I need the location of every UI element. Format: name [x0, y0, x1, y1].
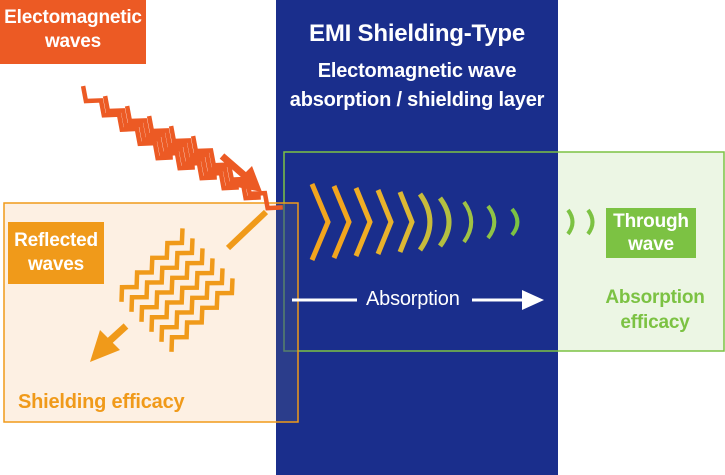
absorption-efficacy-line1: Absorption — [605, 287, 705, 308]
absorption-chevrons — [309, 183, 595, 261]
absorption-chevron — [437, 196, 452, 248]
reflected-wave-line — [149, 258, 215, 332]
absorption-chevron — [331, 185, 352, 259]
absorption-chevron — [510, 207, 520, 237]
through-label-text: Through wave — [613, 211, 689, 255]
reflected-wave-line — [159, 268, 225, 342]
absorption-arrow — [292, 290, 544, 310]
through-label-box — [606, 208, 696, 258]
absorption-chevron — [375, 189, 394, 255]
incoming-wave-line — [146, 115, 239, 191]
incoming-wave-line — [190, 135, 283, 211]
absorption-chevron — [309, 183, 331, 261]
absorption-chevron — [397, 191, 415, 253]
reflected-label: Reflected waves — [8, 229, 104, 277]
incoming-label: Electomagnetic waves — [0, 6, 146, 54]
absorption-label: Absorption — [366, 288, 460, 310]
reflected-arrow — [90, 323, 129, 362]
incoming-wave-line — [102, 95, 195, 171]
reflected-waves — [119, 228, 235, 352]
absorption-chevron — [566, 208, 575, 236]
reflected-region-frame — [3, 202, 299, 423]
shielding-title: EMI Shielding-Type — [309, 20, 525, 47]
shielding-subtitle-line1: Electomagnetic wave — [317, 60, 517, 82]
reflected-wave-line — [129, 238, 195, 312]
reflected-wave-line — [169, 278, 235, 352]
incoming-label-box — [0, 0, 146, 64]
absorption-efficacy-line2: efficacy — [620, 312, 690, 333]
absorption-chevron — [586, 208, 595, 236]
reflected-label-text: Reflected waves — [14, 230, 98, 275]
reflected-wave-line — [119, 228, 185, 302]
shielding-subtitle-line2: absorption / shielding layer — [289, 89, 545, 111]
absorption-chevron — [462, 200, 474, 244]
incoming-arrow — [219, 153, 262, 192]
through-label: Through wave — [606, 210, 696, 256]
reflected-stub — [225, 209, 269, 251]
reflected-wave-line — [139, 248, 205, 322]
shielding-efficacy-label: Shielding efficacy — [18, 391, 185, 413]
absorption-chevron — [486, 204, 497, 240]
incoming-wave-line — [80, 85, 173, 161]
incoming-wave-line — [124, 105, 217, 181]
reflected-region-overlay — [276, 203, 298, 422]
absorption-chevron — [353, 187, 373, 257]
absorption-chevron — [417, 192, 433, 252]
reflected-label-box — [8, 222, 104, 284]
incoming-label-text: Electomagnetic waves — [4, 7, 142, 52]
